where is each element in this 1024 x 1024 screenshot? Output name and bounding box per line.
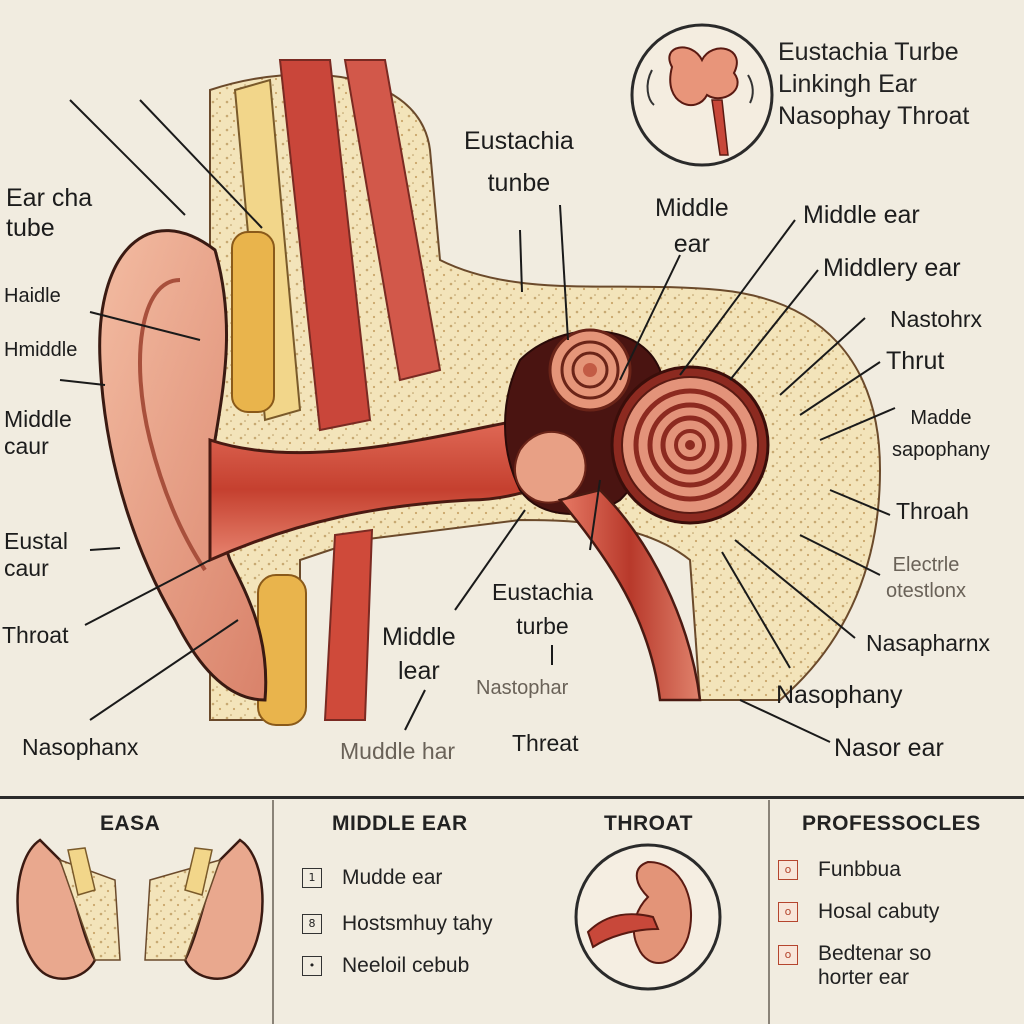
label-nasor-ear: Nasor ear — [834, 734, 944, 762]
label-nastohrx: Nastohrx — [890, 306, 983, 332]
label-eustal-caur: Eustal caur — [4, 528, 68, 581]
legend-item: o Bedtenar so horter ear — [778, 942, 931, 990]
label-eustachia-turbe-lower: Eustachia turbe — [492, 579, 594, 639]
bottom-divider — [0, 796, 1024, 799]
label-throah: Throah — [896, 498, 969, 524]
eustachian-tube — [557, 488, 702, 702]
legend-item: 8 Hostsmhuy tahy — [302, 912, 493, 936]
label-middle-caur: Middle caur — [4, 406, 72, 459]
label-eustachia-tunbe: Eustachia tunbe — [464, 127, 574, 197]
cochlea — [610, 365, 770, 525]
label-haidle: Haidle — [4, 285, 61, 307]
label-madde-sapophany: Madde sapophany — [892, 407, 990, 461]
ossicle-spiral — [548, 328, 632, 412]
label-middlery-ear: Middlery ear — [823, 254, 961, 282]
panel-title-professocles: PROFESSOCLES — [802, 812, 981, 835]
label-middle-lear: Middle lear — [382, 623, 456, 685]
legend-marker: o — [778, 945, 798, 965]
legend-marker: o — [778, 860, 798, 880]
muscle-band-lower — [323, 528, 374, 721]
legend-text: Hostsmhuy tahy — [342, 912, 493, 935]
inset-title-line-1: Eustachia Turbe — [778, 38, 959, 66]
leader-lines — [59, 99, 896, 743]
legend-item: • Neeloil cebub — [302, 954, 469, 978]
panel-divider-1 — [272, 800, 274, 1024]
inset-title: Eustachia Turbe Linkingh Ear Nasophay Th… — [778, 36, 969, 132]
label-nasophanx-left: Nasophanx — [22, 734, 139, 760]
label-thrut: Thrut — [886, 347, 945, 375]
label-nastophar: Nastophar — [476, 677, 569, 699]
cartilage-upper — [231, 231, 275, 413]
pinna-inner — [138, 278, 207, 572]
panel-ears-illustration — [16, 838, 264, 980]
legend-marker: 8 — [302, 914, 322, 934]
muscle-band-2 — [343, 59, 442, 382]
legend-marker: • — [302, 956, 322, 976]
muscle-band-1 — [278, 59, 372, 432]
label-threat: Threat — [512, 730, 579, 756]
panel-title-throat: THROAT — [604, 812, 693, 835]
label-nasophany: Nasophany — [776, 681, 903, 709]
panel-title-easa: EASA — [100, 812, 161, 835]
label-electrle: Electrle otestlonx — [886, 554, 967, 602]
inset-title-line-2: Linkingh Ear — [778, 70, 917, 98]
legend-item: 1 Mudde ear — [302, 866, 442, 890]
label-ear-cha-tube: Ear cha tube — [6, 184, 93, 242]
panel-title-middle-ear: MIDDLE EAR — [332, 812, 468, 835]
label-nasapharnx: Nasapharnx — [866, 630, 991, 656]
legend-text: Mudde ear — [342, 866, 443, 889]
inset-title-line-3: Nasophay Throat — [778, 102, 970, 130]
label-middle-ear-center: Middle ear — [655, 194, 729, 258]
legend-text: Hosal cabuty — [818, 900, 940, 923]
legend-text: Bedtenar so horter ear — [818, 942, 932, 989]
panel-throat-illustration — [574, 843, 722, 991]
legend-marker: o — [778, 902, 798, 922]
panel-divider-2 — [768, 800, 770, 1024]
legend-marker: 1 — [302, 868, 322, 888]
label-muddle-har: Muddle har — [340, 738, 456, 764]
legend-text: Neeloil cebub — [342, 954, 470, 977]
legend-item: o Hosal cabuty — [778, 900, 939, 924]
ossicle-blob — [514, 431, 587, 504]
label-throat-left: Throat — [2, 622, 69, 648]
cartilage-lower — [257, 574, 307, 726]
legend-item: o Funbbua — [778, 858, 901, 882]
inset-circle — [630, 23, 774, 167]
label-middle-ear-right: Middle ear — [803, 201, 920, 229]
legend-text: Funbbua — [818, 858, 901, 881]
label-hmiddle: Hmiddle — [4, 339, 78, 361]
